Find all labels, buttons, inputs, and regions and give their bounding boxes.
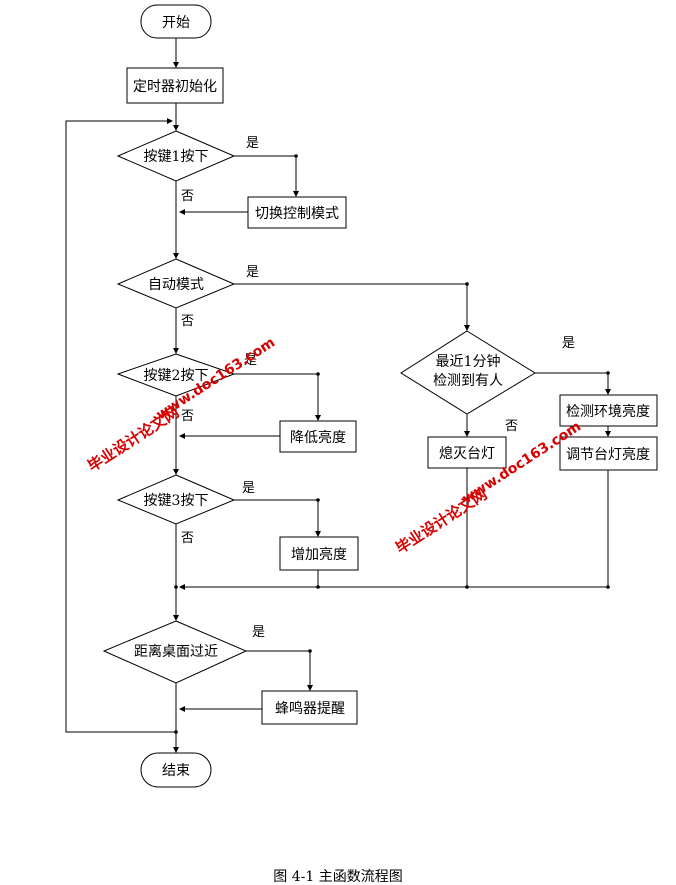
auto-mode-decision: 自动模式 [116, 258, 236, 309]
key3-label: 按键3按下 [144, 493, 209, 509]
detected-yes-label: 是 [562, 336, 575, 351]
distance-yes-label: 是 [252, 625, 265, 640]
key3-no-label: 否 [181, 531, 194, 546]
end-label: 结束 [162, 763, 190, 779]
reduce-brightness-box: 降低亮度 [279, 420, 357, 453]
reduce-brightness-label: 降低亮度 [290, 429, 346, 446]
key2-decision: 按键2按下 [116, 353, 236, 397]
figure-caption: 图 4-1 主函数流程图 [273, 869, 402, 885]
init-timer-box: 定时器初始化 [126, 67, 224, 104]
detect-ambient-box: 检测环境亮度 [559, 394, 658, 427]
key2-no-label: 否 [181, 409, 194, 424]
someone-detected-line2: 检测到有人 [433, 373, 503, 389]
branch-labels: 是 否 是 否 是 否 是 否 是 否 是 [181, 136, 575, 640]
someone-detected-decision: 最近1分钟 检测到有人 [400, 330, 536, 415]
detect-ambient-label: 检测环境亮度 [566, 403, 650, 420]
junction-dots [174, 154, 610, 734]
key1-no-label: 否 [181, 189, 194, 204]
key2-label: 按键2按下 [144, 368, 209, 384]
increase-brightness-label: 增加亮度 [291, 546, 347, 563]
start-node: 开始 [140, 4, 212, 39]
someone-detected-line1: 最近1分钟 [436, 353, 501, 370]
switch-mode-label: 切换控制模式 [255, 205, 339, 222]
auto-mode-label: 自动模式 [148, 277, 204, 293]
auto-no-label: 否 [181, 314, 194, 329]
distance-decision: 距离桌面过近 [102, 620, 248, 684]
detected-no-label: 否 [505, 419, 518, 434]
lamp-off-label: 熄灭台灯 [439, 445, 495, 462]
buzzer-box: 蜂鸣器提醒 [261, 690, 358, 725]
switch-mode-box: 切换控制模式 [247, 196, 347, 229]
init-timer-label: 定时器初始化 [133, 78, 217, 95]
adjust-lamp-label: 调节台灯亮度 [566, 446, 650, 463]
key1-yes-label: 是 [246, 136, 259, 151]
key1-decision: 按键1按下 [116, 130, 236, 182]
key3-yes-label: 是 [242, 481, 255, 496]
key3-decision: 按键3按下 [116, 474, 236, 525]
key2-yes-label: 是 [244, 353, 257, 368]
key1-label: 按键1按下 [144, 149, 209, 165]
lamp-off-box: 熄灭台灯 [427, 436, 507, 469]
distance-label: 距离桌面过近 [134, 643, 218, 660]
auto-yes-label: 是 [246, 265, 259, 280]
start-label: 开始 [162, 15, 190, 31]
adjust-lamp-box: 调节台灯亮度 [559, 436, 658, 471]
end-node: 结束 [140, 752, 212, 788]
buzzer-label: 蜂鸣器提醒 [275, 700, 345, 717]
increase-brightness-box: 增加亮度 [279, 536, 359, 571]
